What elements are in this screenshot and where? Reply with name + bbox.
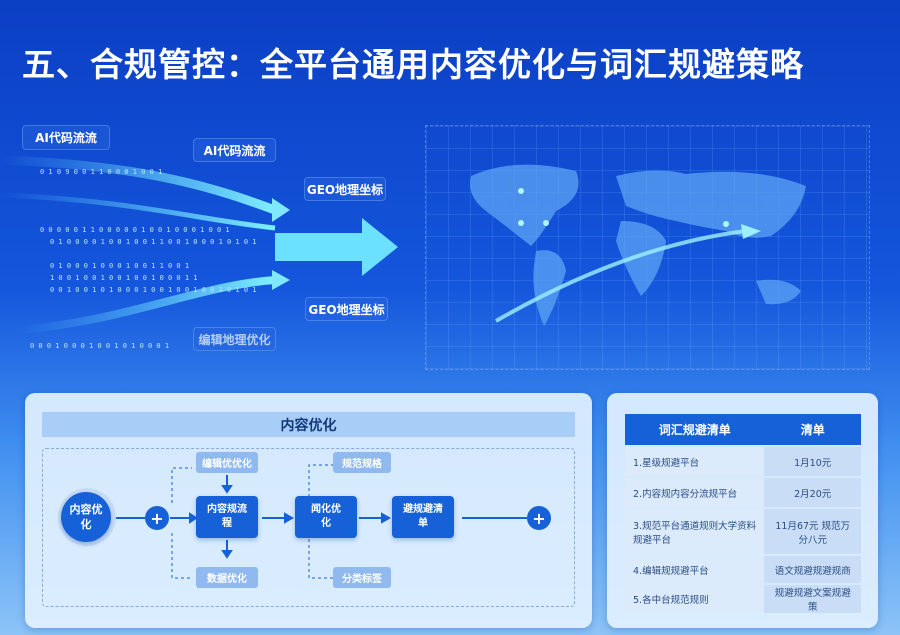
label-geo-optimize: 编辑地理优化 bbox=[193, 327, 276, 351]
col-header-list: 词汇规避清单 bbox=[625, 414, 765, 445]
table-row: 5.各中台规范规则规避规避文案规避策 bbox=[625, 585, 861, 613]
flow-header: 内容优化 bbox=[42, 412, 575, 437]
step-standards: 规范规格 bbox=[333, 452, 391, 473]
label-geo-1: GEO地理坐标 bbox=[304, 177, 386, 201]
table-row: 4.编辑规规避平台语文规避规避规商 bbox=[625, 556, 861, 583]
svg-text:0 0 1 0 0 1 0 1 0 0 0 1 0 0 1: 0 0 1 0 0 1 0 1 0 0 0 1 0 0 1 0 0 1 0 0 … bbox=[50, 286, 257, 294]
arrow-icon bbox=[272, 198, 290, 222]
arrow-icon bbox=[272, 270, 290, 290]
step-data-optimize: 数据优化 bbox=[196, 567, 258, 588]
plus-button-end[interactable]: + bbox=[527, 506, 551, 530]
step-optimize: 闻化优化 bbox=[295, 496, 357, 538]
svg-text:0 0 0 0 0 1 1 0 0 0 0 0 1 0 0: 0 0 0 0 0 1 1 0 0 0 0 0 1 0 0 1 0 0 0 1 … bbox=[40, 226, 230, 234]
page-title: 五、合规管控：全平台通用内容优化与词汇规避策略 bbox=[22, 45, 804, 84]
col-header-items: 清单 bbox=[764, 414, 861, 445]
svg-text:1 0 0 1 0 0 1 0 0 1 0 0 1 0 0: 1 0 0 1 0 0 1 0 0 1 0 0 1 0 0 0 1 1 bbox=[50, 274, 198, 282]
world-map-graphic bbox=[470, 164, 806, 326]
main-arrow bbox=[275, 233, 365, 261]
svg-text:0 1 0 0 0 1 0 0 0 1 0 0 1 1 0: 0 1 0 0 0 1 0 0 0 1 0 0 1 1 0 0 1 bbox=[50, 262, 189, 270]
step-content-process: 内容规流程 bbox=[196, 496, 258, 538]
start-node: 内容优化 bbox=[61, 492, 111, 542]
svg-text:0 1 0 9 0 0 1 1 0 0 0 1 0 0 1: 0 1 0 9 0 0 1 1 0 0 0 1 0 0 1 bbox=[40, 168, 162, 176]
svg-text:0 0 0 1 0 0 0 1 0 0 1 0 1 0 0: 0 0 0 1 0 0 0 1 0 0 1 0 1 0 0 0 1 bbox=[30, 342, 169, 350]
label-geo-2: GEO地理坐标 bbox=[305, 297, 388, 321]
label-ai-code-2: AI代码流流 bbox=[193, 138, 276, 162]
data-stream-graphic: 0 1 0 9 0 0 1 1 0 0 0 1 0 0 1 0 0 0 0 0 … bbox=[0, 155, 398, 350]
main-arrow-head bbox=[362, 218, 398, 276]
step-edit-optimize: 编辑优优化 bbox=[196, 452, 258, 473]
step-avoid-list: 避规避清单 bbox=[392, 496, 454, 538]
step-tags: 分类标签 bbox=[333, 567, 391, 588]
world-map bbox=[425, 125, 870, 370]
plus-button-start[interactable]: + bbox=[145, 506, 169, 530]
label-ai-code-1: AI代码流流 bbox=[22, 125, 110, 150]
flow-area bbox=[42, 448, 575, 607]
svg-text:0 1 0 0 0 0 1 0 0 1 0 0 1 1 0: 0 1 0 0 0 0 1 0 0 1 0 0 1 1 0 0 1 0 0 0 … bbox=[50, 238, 257, 246]
